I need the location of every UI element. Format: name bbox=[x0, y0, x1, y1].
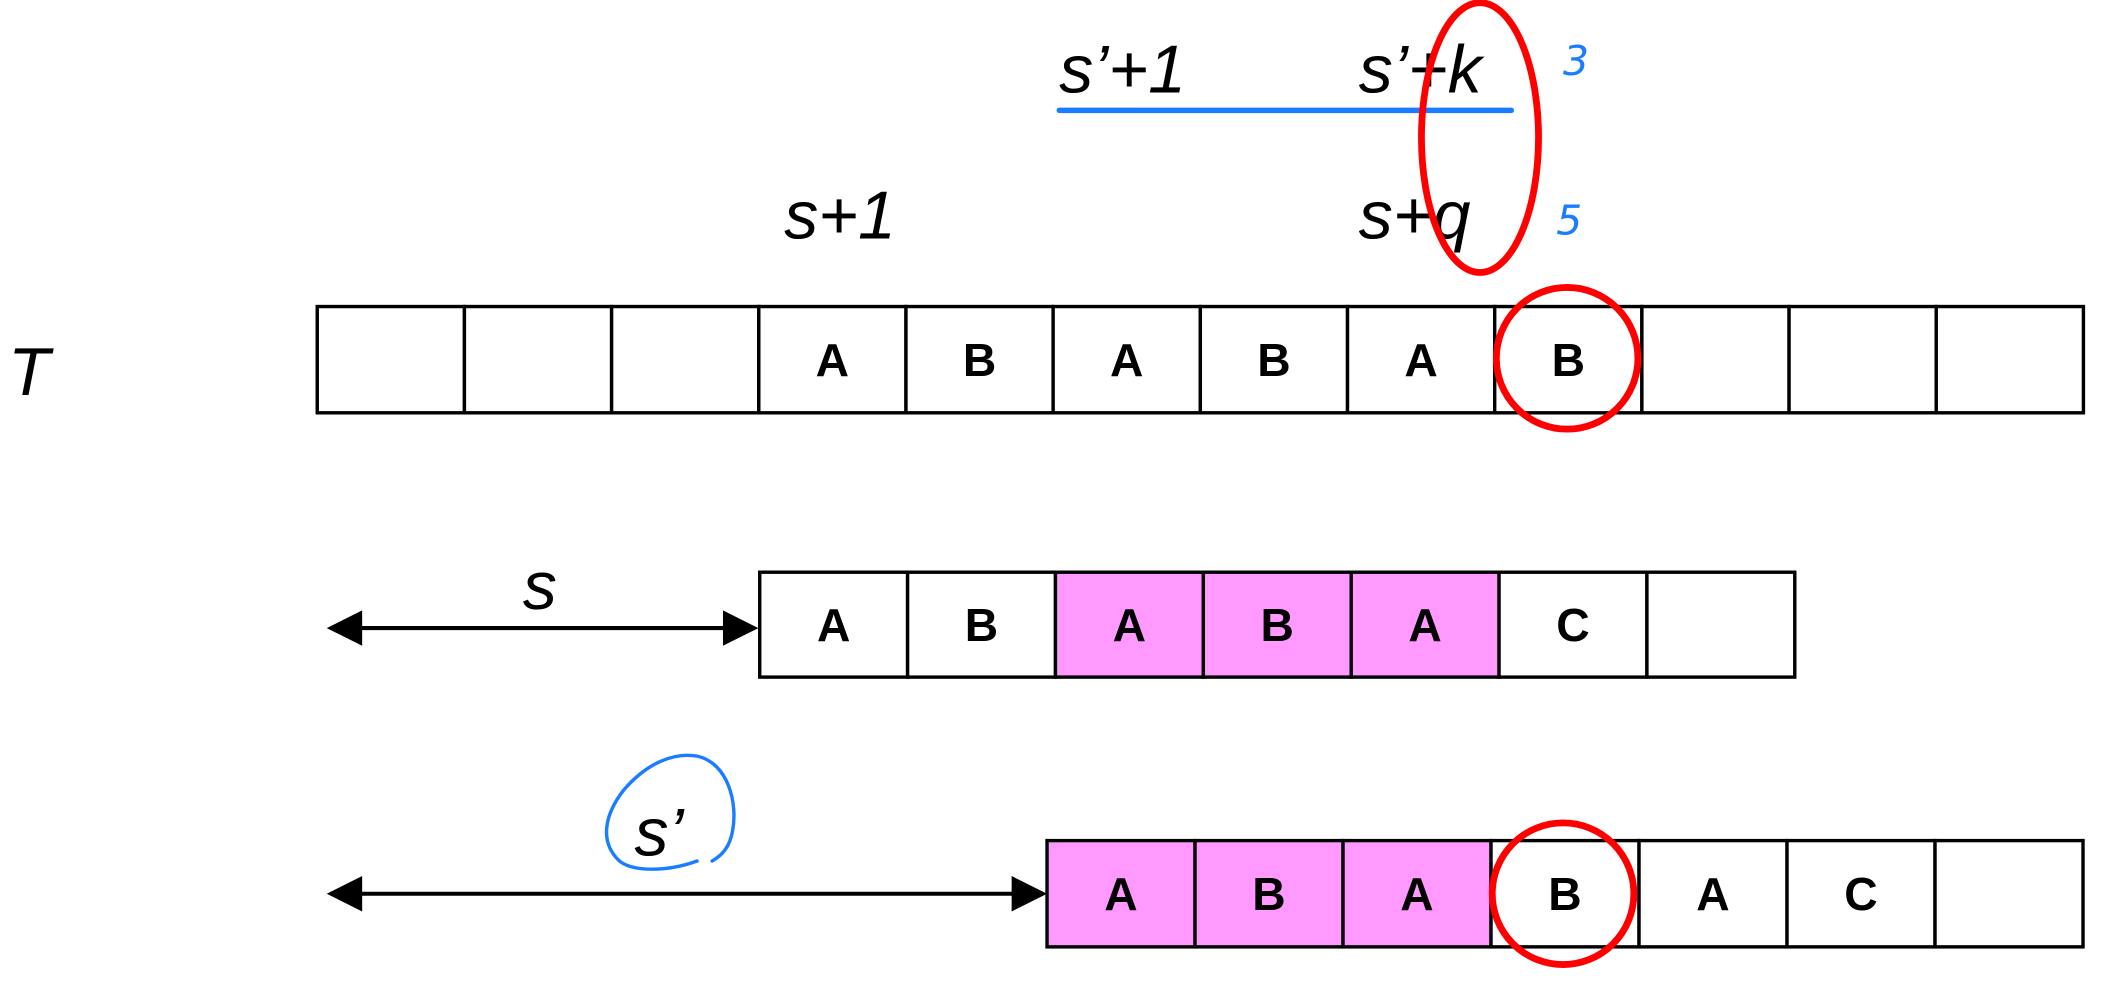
cell bbox=[1640, 304, 1791, 415]
cell-letter: B bbox=[1252, 868, 1285, 920]
cell-letter: A bbox=[817, 599, 850, 651]
cell-letter: B bbox=[1548, 868, 1581, 920]
cell bbox=[1045, 838, 1197, 949]
shift-arrow-s-prime bbox=[326, 876, 1048, 912]
cell-letter: A bbox=[1104, 868, 1137, 920]
mismatch-ellipse bbox=[1418, 0, 1542, 276]
annotation-k-value: 3 bbox=[1563, 37, 1589, 85]
label-s-plus-1: s+1 bbox=[784, 177, 896, 253]
cell-letter: A bbox=[1400, 868, 1433, 920]
cell-letter: C bbox=[1844, 868, 1877, 920]
cell bbox=[1933, 838, 2085, 949]
cell-letter: B bbox=[965, 599, 998, 651]
cell-letter: A bbox=[1113, 599, 1146, 651]
cell bbox=[1785, 838, 1937, 949]
cell bbox=[757, 304, 908, 415]
cell-letter: B bbox=[1261, 599, 1294, 651]
cell bbox=[904, 304, 1055, 415]
cell bbox=[1193, 838, 1345, 949]
annotation-q-value: 5 bbox=[1556, 196, 1582, 244]
cell-letter: A bbox=[1404, 334, 1437, 386]
label-s-prime-plus-1: s’+1 bbox=[1059, 32, 1186, 108]
mismatch-circle-T bbox=[1492, 284, 1642, 433]
cell-letter: B bbox=[1552, 334, 1585, 386]
cell-letter: A bbox=[1408, 599, 1441, 651]
cell-letter: A bbox=[816, 334, 849, 386]
shift-arrow-s bbox=[326, 610, 759, 646]
cell bbox=[1198, 304, 1350, 415]
label-T: T bbox=[8, 334, 54, 410]
label-s-plus-q: s+q bbox=[1359, 177, 1471, 253]
hand-drawn-loop bbox=[604, 753, 736, 871]
label-s-prime: s’ bbox=[634, 795, 685, 871]
cell bbox=[1349, 570, 1501, 679]
cell bbox=[1787, 304, 1938, 415]
cell bbox=[609, 304, 761, 415]
cell-letter: B bbox=[963, 334, 996, 386]
cell-letter: A bbox=[1110, 334, 1143, 386]
cell bbox=[1497, 570, 1649, 679]
cell bbox=[1934, 304, 2086, 415]
label-s: s bbox=[523, 548, 557, 624]
mismatch-circle-s-prime bbox=[1488, 819, 1638, 968]
cell bbox=[315, 304, 467, 415]
cell bbox=[1051, 304, 1203, 415]
cell-letter: A bbox=[1696, 868, 1729, 920]
cell bbox=[462, 304, 614, 415]
cell bbox=[1645, 570, 1797, 679]
cell-letter: C bbox=[1556, 599, 1589, 651]
cell-letter: B bbox=[1257, 334, 1290, 386]
cell bbox=[1201, 570, 1353, 679]
